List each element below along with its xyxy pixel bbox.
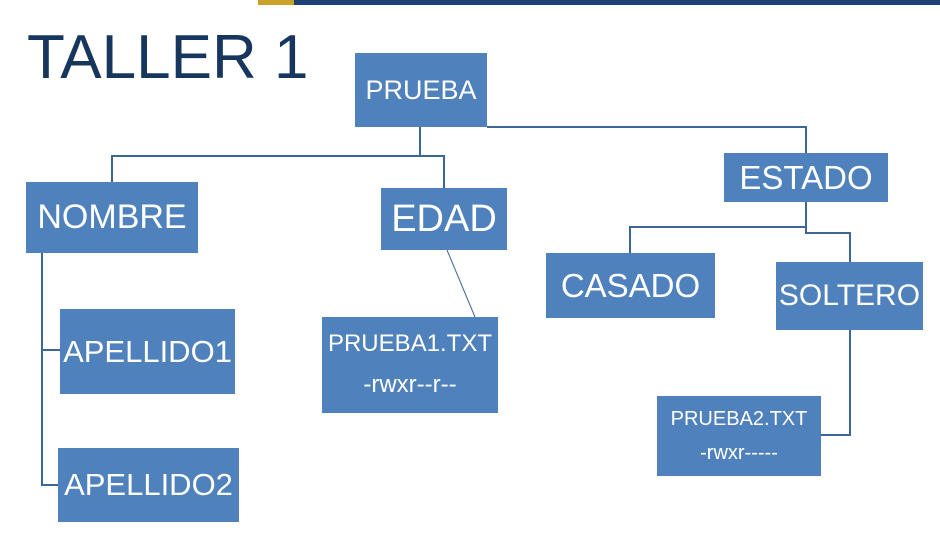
- connector-nombre-apellido1: [41, 253, 60, 351]
- node-prueba-label: PRUEBA: [365, 74, 477, 105]
- file-prueba1-permissions: -rwxr--r--: [363, 371, 457, 398]
- node-soltero: SOLTERO: [776, 262, 923, 330]
- node-apellido1: APELLIDO1: [60, 309, 235, 394]
- node-prueba: PRUEBA: [355, 53, 487, 127]
- connector-prueba-edad: [419, 127, 445, 188]
- file-prueba2-name: PRUEBA2.TXT: [670, 408, 808, 430]
- node-apellido2-label: APELLIDO2: [64, 467, 233, 502]
- node-casado: CASADO: [546, 253, 715, 318]
- file-prueba1: PRUEBA1.TXT -rwxr--r--: [322, 317, 498, 413]
- node-apellido2: APELLIDO2: [58, 448, 239, 522]
- node-soltero-label: SOLTERO: [778, 279, 921, 312]
- connector-soltero-prueba2: [821, 330, 851, 436]
- node-edad-label: EDAD: [391, 197, 497, 240]
- node-nombre-label: NOMBRE: [37, 198, 187, 236]
- node-estado-label: ESTADO: [739, 158, 873, 196]
- node-estado: ESTADO: [724, 153, 888, 202]
- connector-prueba-nombre: [111, 127, 421, 182]
- node-edad: EDAD: [381, 188, 507, 250]
- connector-prueba-estado: [487, 126, 807, 153]
- top-decorative-bar: [258, 0, 940, 5]
- connector-edad-prueba1: [446, 249, 476, 318]
- file-prueba1-name: PRUEBA1.TXT: [327, 330, 493, 358]
- slide-title: TALLER 1: [27, 23, 309, 92]
- file-prueba2-permissions: -rwxr-----: [700, 442, 778, 464]
- node-casado-label: CASADO: [560, 266, 701, 304]
- connector-estado-casado: [629, 202, 807, 253]
- top-bar-accent: [258, 0, 294, 5]
- connector-estado-soltero: [805, 202, 851, 262]
- node-nombre: NOMBRE: [26, 182, 198, 253]
- connector-nombre-apellido2: [41, 350, 58, 486]
- node-apellido1-label: APELLIDO1: [63, 333, 232, 369]
- file-prueba2: PRUEBA2.TXT -rwxr-----: [657, 396, 821, 476]
